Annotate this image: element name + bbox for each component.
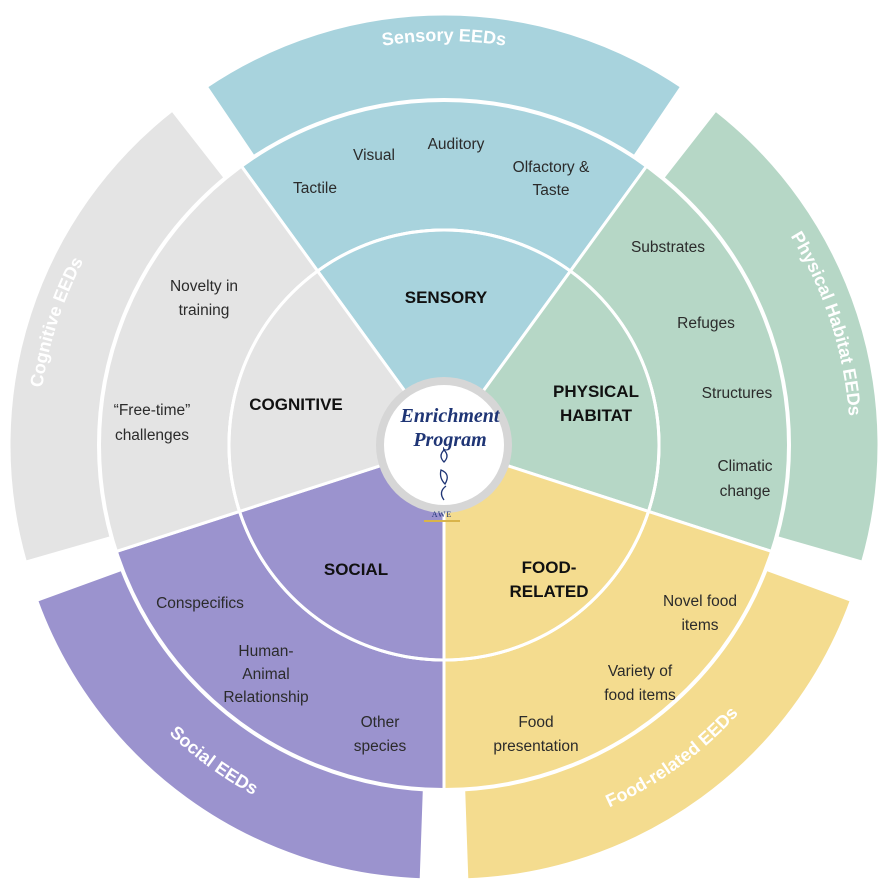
item-novelty-line1: Novelty in: [170, 278, 238, 295]
center-title-line2: Program: [412, 429, 486, 451]
item-conspecifics: Conspecifics: [156, 595, 244, 612]
inner-ring: [227, 228, 661, 662]
middle-ring-outline: [97, 98, 791, 792]
item-human-line2: Animal: [242, 666, 289, 683]
category-physical-line1: PHYSICAL: [553, 382, 639, 401]
item-auditory: Auditory: [428, 136, 485, 153]
item-novel-food-line2: items: [681, 617, 718, 634]
item-other-line2: species: [354, 738, 407, 755]
item-variety-line1: Variety of: [608, 663, 673, 680]
category-sensory: SENSORY: [405, 288, 488, 307]
item-presentation-line1: Food: [518, 714, 553, 731]
item-human-line1: Human-: [238, 643, 293, 660]
category-physical-line2: HABITAT: [560, 406, 633, 425]
item-freetime-line1: “Free-time”: [114, 402, 191, 419]
item-variety-line2: food items: [604, 687, 676, 704]
category-social: SOCIAL: [324, 560, 388, 579]
category-food-line1: FOOD-: [522, 558, 577, 577]
item-substrates: Substrates: [631, 239, 705, 256]
item-other-line1: Other: [361, 714, 400, 731]
item-climatic-line1: Climatic: [717, 458, 772, 475]
item-structures: Structures: [702, 385, 773, 402]
item-olfactory-line2: Taste: [532, 182, 569, 199]
item-refuges: Refuges: [677, 315, 735, 332]
category-food-line2: RELATED: [509, 582, 588, 601]
item-olfactory-line1: Olfactory &: [513, 159, 590, 176]
middle-ring: [97, 98, 791, 792]
center-disc: [384, 385, 504, 505]
item-climatic-line2: change: [720, 483, 771, 500]
item-novelty-line2: training: [179, 302, 230, 319]
item-novel-food-line1: Novel food: [663, 593, 737, 610]
inner-ring-outline: [227, 228, 661, 662]
item-presentation-line2: presentation: [493, 738, 578, 755]
item-tactile: Tactile: [293, 180, 337, 197]
awe-logo-icon: AWE: [424, 449, 460, 522]
item-freetime-line2: challenges: [115, 427, 189, 444]
category-cognitive: COGNITIVE: [249, 395, 343, 414]
item-human-line3: Relationship: [223, 689, 308, 706]
item-visual: Visual: [353, 147, 395, 164]
logo-text: AWE: [432, 510, 453, 519]
center-title-line1: Enrichment: [400, 405, 501, 427]
